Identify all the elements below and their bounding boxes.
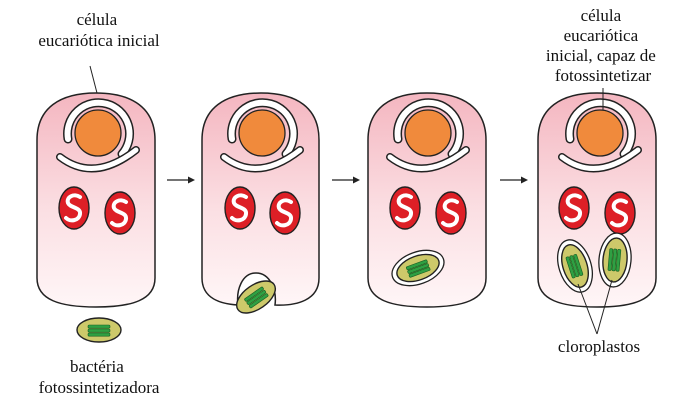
mitochondrion bbox=[390, 187, 420, 229]
stage-1-initial-cell bbox=[37, 93, 155, 342]
arrow-icon bbox=[167, 177, 195, 184]
mitochondrion bbox=[225, 187, 255, 229]
mitochondrion bbox=[559, 187, 589, 229]
mitochondrion bbox=[105, 192, 135, 234]
arrow-icon bbox=[332, 177, 360, 184]
stage-2-engulfing bbox=[202, 93, 319, 319]
mitochondrion bbox=[605, 192, 635, 234]
stage-3-vesicle bbox=[368, 93, 486, 307]
bacterium-label: bactéria fotossintetizadora bbox=[39, 357, 160, 397]
photosynthetic-cell-label: célula eucariótica inicial, capaz de fot… bbox=[546, 6, 660, 85]
mitochondrion bbox=[270, 192, 300, 234]
mitochondrion bbox=[436, 192, 466, 234]
leader-line bbox=[90, 66, 97, 93]
mitochondrion bbox=[59, 187, 89, 229]
arrow-icon bbox=[500, 177, 528, 184]
photosynthetic-bacterium bbox=[77, 318, 121, 342]
stage-4-photosynthetic-cell bbox=[538, 93, 656, 307]
early-cell-label: célula eucariótica inicial bbox=[38, 10, 160, 50]
chloroplasts-label: cloroplastos bbox=[558, 337, 640, 356]
